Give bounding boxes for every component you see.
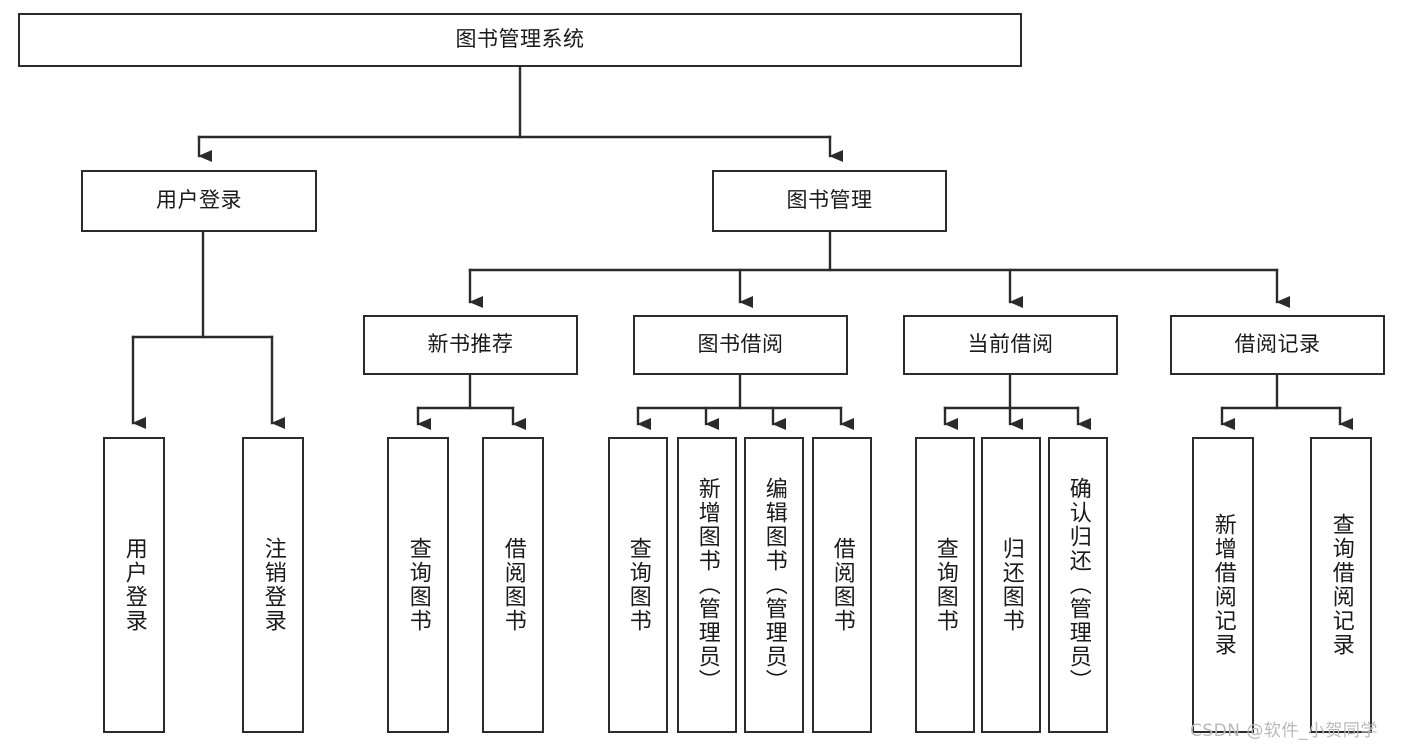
leaf-query-book-rec-label: 查询图书 [405, 537, 431, 633]
leaf-return-book[interactable]: 归还图书 [981, 437, 1041, 733]
leaf-borrow-book-rec-label: 借阅图书 [500, 537, 526, 633]
node-book-borrow-label: 图书借阅 [697, 332, 784, 357]
node-book-management[interactable]: 图书管理 [712, 170, 947, 232]
node-borrow-records[interactable]: 借阅记录 [1170, 315, 1385, 375]
leaf-user-logout[interactable]: 注销登录 [242, 437, 304, 733]
watermark: CSDN @软件_小贺同学 [1190, 721, 1378, 741]
node-borrow-records-label: 借阅记录 [1234, 332, 1321, 357]
node-book-borrow[interactable]: 图书借阅 [633, 315, 848, 375]
leaf-user-login[interactable]: 用户登录 [103, 437, 165, 733]
leaf-return-book-label: 归还图书 [998, 537, 1024, 633]
node-new-book-recommend-label: 新书推荐 [427, 332, 514, 357]
leaf-query-book-current[interactable]: 查询图书 [915, 437, 975, 733]
node-current-borrow[interactable]: 当前借阅 [903, 315, 1118, 375]
leaf-confirm-return-admin-label: 确认归还（管理员） [1065, 477, 1091, 693]
leaf-query-book-rec[interactable]: 查询图书 [387, 437, 449, 733]
leaf-borrow-book-rec[interactable]: 借阅图书 [482, 437, 544, 733]
node-new-book-recommend[interactable]: 新书推荐 [363, 315, 578, 375]
leaf-query-book-borrow[interactable]: 查询图书 [608, 437, 668, 733]
leaf-borrow-book-label: 借阅图书 [829, 537, 855, 633]
node-user-login-label: 用户登录 [156, 188, 242, 213]
leaf-confirm-return-admin[interactable]: 确认归还（管理员） [1048, 437, 1108, 733]
node-user-login[interactable]: 用户登录 [81, 170, 317, 232]
leaf-add-borrow-record-label: 新增借阅记录 [1210, 513, 1236, 657]
node-book-management-label: 图书管理 [786, 188, 873, 213]
leaf-add-book-admin-label: 新增图书（管理员） [694, 477, 720, 693]
leaf-edit-book-admin-label: 编辑图书（管理员） [761, 477, 787, 693]
leaf-query-borrow-record[interactable]: 查询借阅记录 [1310, 437, 1372, 733]
node-root-label: 图书管理系统 [455, 27, 585, 52]
node-root[interactable]: 图书管理系统 [18, 13, 1022, 67]
leaf-user-logout-label: 注销登录 [260, 537, 286, 633]
leaf-borrow-book[interactable]: 借阅图书 [812, 437, 872, 733]
leaf-add-book-admin[interactable]: 新增图书（管理员） [677, 437, 737, 733]
leaf-add-borrow-record[interactable]: 新增借阅记录 [1192, 437, 1254, 733]
leaf-user-login-label: 用户登录 [121, 537, 147, 633]
leaf-query-borrow-record-label: 查询借阅记录 [1328, 513, 1354, 657]
leaf-query-book-borrow-label: 查询图书 [625, 537, 651, 633]
leaf-edit-book-admin[interactable]: 编辑图书（管理员） [744, 437, 804, 733]
node-current-borrow-label: 当前借阅 [967, 332, 1054, 357]
leaf-query-book-current-label: 查询图书 [932, 537, 958, 633]
